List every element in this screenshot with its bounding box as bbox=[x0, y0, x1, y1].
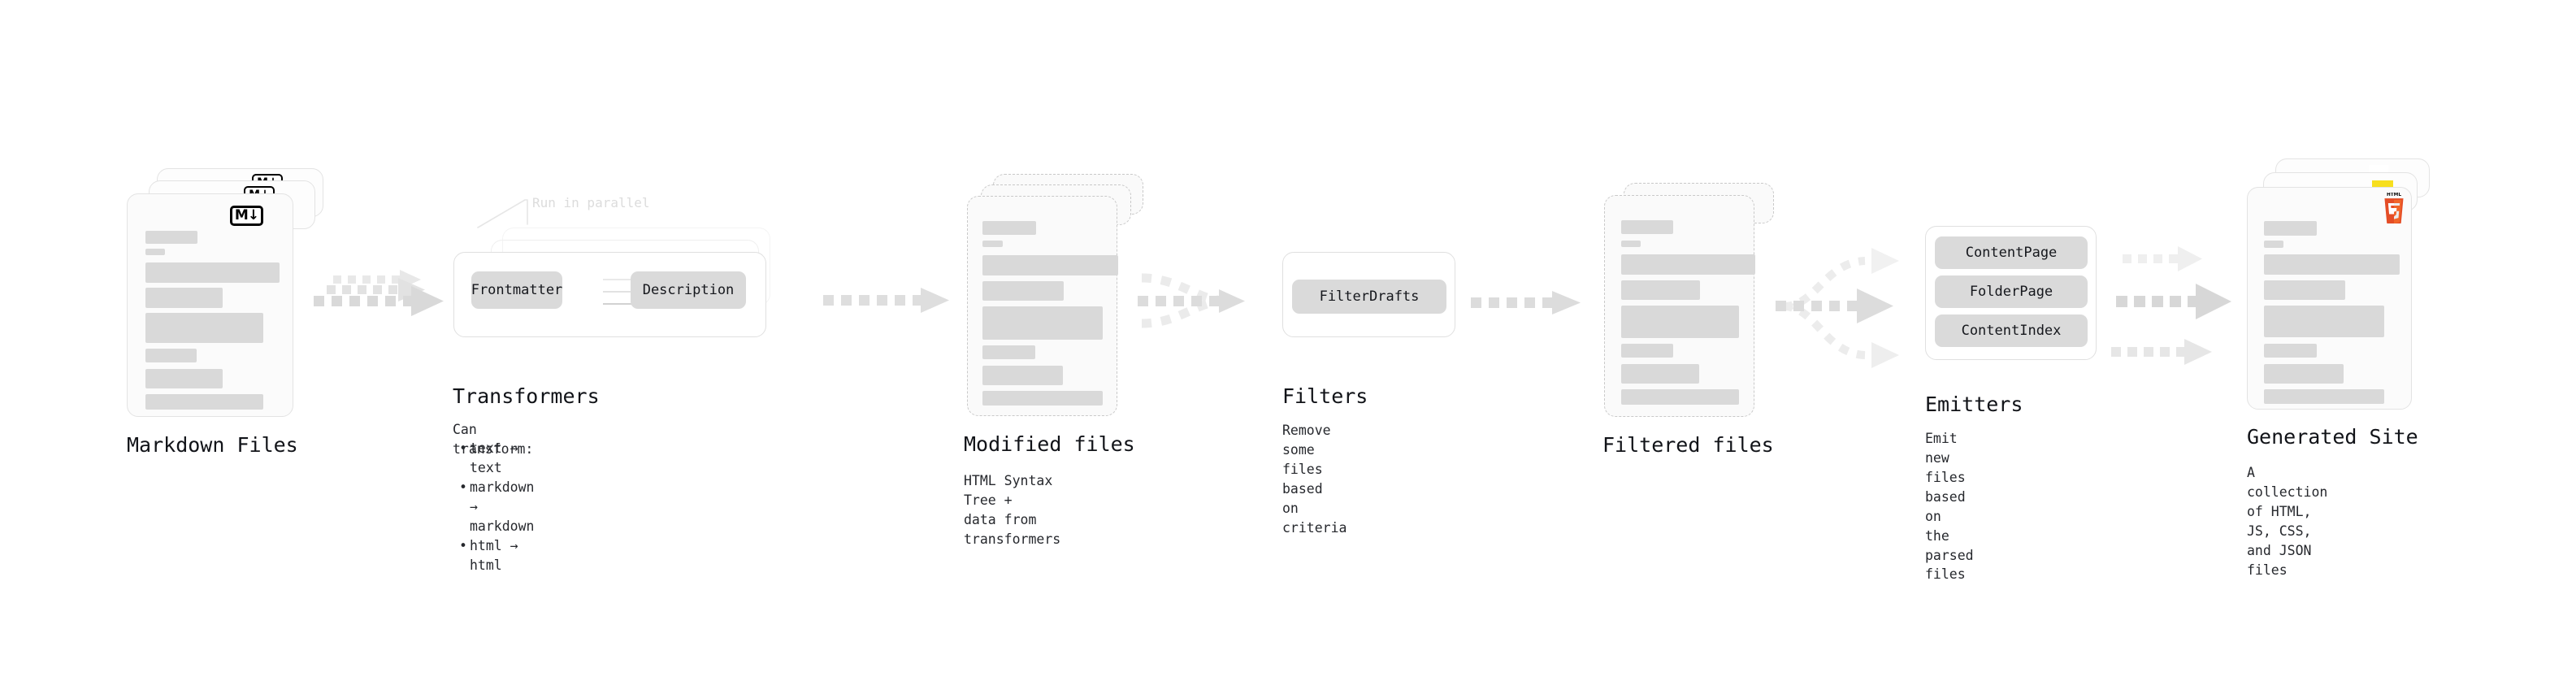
skeleton-line bbox=[2264, 221, 2317, 236]
html5-badge: HTML bbox=[2384, 193, 2404, 223]
skeleton-line bbox=[145, 313, 263, 343]
arrow-markdown-to-transformers bbox=[314, 270, 444, 316]
stage-title-generated-site: Generated Site bbox=[2247, 425, 2418, 449]
skeleton-line bbox=[145, 231, 197, 244]
bullet-item: html → html bbox=[457, 536, 534, 575]
filter-chip-filterdrafts[interactable]: FilterDrafts bbox=[1292, 280, 1446, 314]
run-in-parallel-leader bbox=[477, 199, 528, 228]
stage-title-transformers: Transformers bbox=[453, 384, 600, 408]
skeleton-line bbox=[982, 345, 1035, 359]
skeleton-line bbox=[145, 249, 165, 255]
emitter-chip-folderpage[interactable]: FolderPage bbox=[1935, 275, 2088, 308]
arrow-transformers-to-modified bbox=[823, 288, 949, 313]
skeleton-line bbox=[2264, 344, 2317, 358]
stage-title-filtered-files: Filtered files bbox=[1602, 433, 1774, 457]
skeleton-line bbox=[145, 349, 197, 362]
skeleton-line bbox=[145, 288, 223, 308]
skeleton-line bbox=[982, 306, 1103, 340]
skeleton-line bbox=[982, 366, 1063, 385]
skeleton-line bbox=[982, 391, 1103, 406]
bullet-item: text → text bbox=[457, 439, 534, 478]
stage-title-markdown-files: Markdown Files bbox=[127, 433, 298, 457]
skeleton-line bbox=[1621, 389, 1739, 405]
skeleton-line bbox=[982, 221, 1036, 235]
run-in-parallel-label: Run in parallel bbox=[532, 195, 650, 210]
skeleton-line bbox=[982, 241, 1003, 247]
skeleton-line bbox=[2264, 306, 2384, 337]
stage-desc-modified-files: HTML Syntax Tree + data from transformer… bbox=[964, 473, 1061, 547]
emitter-chip-contentpage[interactable]: ContentPage bbox=[1935, 236, 2088, 269]
bullet-item: markdown → markdown bbox=[457, 478, 534, 536]
skeleton-line bbox=[1621, 364, 1699, 384]
stage-desc-generated-site: A collection of HTML, JS, CSS, and JSON … bbox=[2247, 465, 2328, 578]
skeleton-line bbox=[1621, 254, 1755, 275]
stage-title-filters: Filters bbox=[1282, 384, 1368, 408]
svg-text:HTML: HTML bbox=[2387, 193, 2401, 197]
stage-title-emitters: Emitters bbox=[1925, 393, 2023, 416]
skeleton-line bbox=[2264, 241, 2283, 248]
arrow-modified-to-filters bbox=[1138, 273, 1245, 328]
skeleton-line bbox=[145, 369, 223, 388]
emitter-chip-contentindex[interactable]: ContentIndex bbox=[1935, 314, 2088, 347]
stage-title-modified-files: Modified files bbox=[964, 432, 1135, 456]
skeleton-line bbox=[982, 255, 1118, 275]
skeleton-line bbox=[1621, 306, 1739, 338]
arrow-emitters-to-site bbox=[2111, 246, 2231, 365]
markdown-badge: M↓ bbox=[230, 206, 263, 226]
skeleton-line bbox=[982, 281, 1064, 301]
arrow-filters-to-filtered bbox=[1471, 291, 1581, 314]
modified-card-front bbox=[967, 196, 1118, 416]
transformer-chip-description[interactable]: Description bbox=[631, 271, 746, 309]
skeleton-line bbox=[2264, 364, 2344, 384]
skeleton-line bbox=[2264, 389, 2384, 404]
site-card-front bbox=[2247, 187, 2412, 410]
arrow-filtered-to-emitters bbox=[1776, 248, 1899, 368]
skeleton-line bbox=[2264, 280, 2345, 300]
transformer-chip-frontmatter[interactable]: Frontmatter bbox=[471, 271, 562, 309]
stage-desc-emitters: Emit new files based on the parsed files bbox=[1925, 431, 1974, 583]
skeleton-line bbox=[2264, 254, 2400, 275]
stage-desc-filters: Remove some files based on criteria bbox=[1282, 423, 1347, 536]
filtered-card-front bbox=[1604, 195, 1755, 417]
stage-bullets-transformers: text → text markdown → markdown html → h… bbox=[457, 439, 534, 575]
skeleton-line bbox=[145, 262, 280, 283]
skeleton-line bbox=[1621, 344, 1673, 358]
skeleton-line bbox=[1621, 220, 1673, 234]
skeleton-line bbox=[145, 394, 263, 410]
markdown-card-front bbox=[127, 193, 293, 417]
skeleton-line bbox=[1621, 241, 1641, 247]
skeleton-line bbox=[1621, 280, 1700, 300]
